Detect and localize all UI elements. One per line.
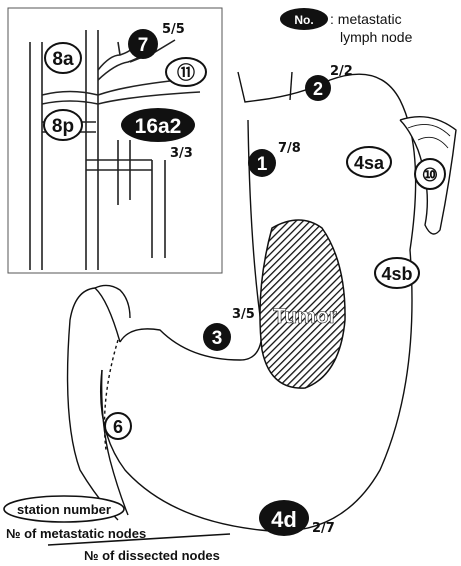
inset-border [8, 8, 222, 273]
node-4d: 4d 2/7 [259, 500, 335, 536]
key-explanation: station number № of metastatic nodes № o… [4, 496, 230, 563]
node-2: 2 2/2 [305, 64, 353, 101]
node-4d-label: 4d [271, 507, 297, 532]
node-10-label: ⑩ [422, 165, 438, 185]
tumor: Tumor [260, 220, 345, 388]
node-6-label: 6 [113, 417, 123, 437]
node-1-ratio: 7/8 [278, 141, 301, 156]
node-7: 7 5/5 [128, 22, 185, 59]
node-2-ratio: 2/2 [330, 64, 353, 79]
metastatic-nodes-text: № of metastatic nodes [6, 526, 146, 541]
node-7-label: 7 [138, 35, 149, 56]
node-11-label: ⑪ [177, 62, 195, 83]
node-3-label: 3 [212, 328, 223, 349]
node-6: 6 [105, 413, 131, 439]
legend-key-text-1: : metastatic [330, 11, 402, 27]
node-4sa-label: 4sa [354, 153, 385, 173]
node-3-ratio: 3/5 [232, 307, 255, 322]
legend-key-symbol-text: No. [294, 13, 313, 27]
node-16a2: 16a2 3/3 [121, 108, 195, 161]
legend: No. : metastatic lymph node [280, 8, 413, 45]
node-4sb-label: 4sb [381, 264, 412, 284]
node-8p-label: 8p [52, 116, 74, 137]
node-3: 3 3/5 [203, 307, 255, 351]
node-1-label: 1 [257, 154, 268, 175]
node-8a: 8a [45, 43, 81, 73]
node-8a-label: 8a [52, 49, 74, 70]
node-1: 1 7/8 [248, 141, 301, 177]
station-number-text: station number [17, 502, 111, 517]
node-11: ⑪ [166, 58, 206, 86]
node-2-label: 2 [313, 79, 323, 99]
dissected-nodes-text: № of dissected nodes [84, 548, 220, 563]
node-4d-ratio: 2/7 [312, 521, 335, 536]
node-4sb: 4sb [375, 258, 419, 288]
node-16a2-label: 16a2 [135, 115, 182, 138]
node-8p: 8p [44, 110, 82, 140]
node-4sa: 4sa [347, 147, 391, 177]
tumor-label: Tumor [273, 305, 337, 328]
legend-key-text-2: lymph node [340, 29, 413, 45]
inset-panel: 8a 8p 7 5/5 ⑪ 16a2 3/3 [8, 8, 222, 273]
node-7-ratio: 5/5 [162, 22, 185, 37]
node-10: ⑩ [415, 159, 445, 189]
node-16a2-ratio: 3/3 [170, 146, 193, 161]
